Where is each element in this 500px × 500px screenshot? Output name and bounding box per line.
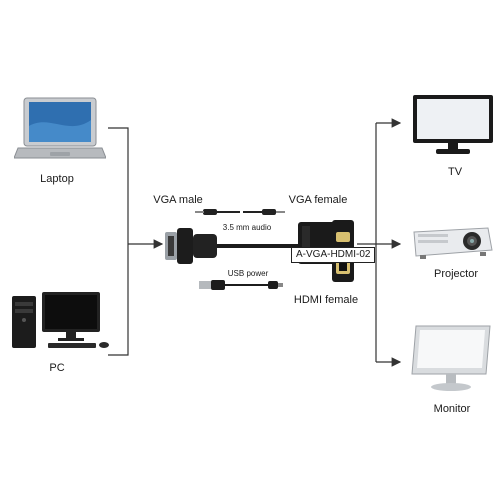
source-bracket-line bbox=[108, 127, 129, 356]
pc-label: PC bbox=[49, 362, 65, 374]
vga-female-label: VGA female bbox=[288, 194, 348, 206]
vga-male-label: VGA male bbox=[153, 194, 203, 206]
tv-icon bbox=[413, 95, 493, 154]
laptop-icon bbox=[14, 97, 106, 159]
monitor-label: Monitor bbox=[433, 403, 471, 415]
tv-label: TV bbox=[447, 166, 463, 178]
monitor-icon bbox=[411, 325, 491, 391]
vga-cable bbox=[165, 228, 298, 264]
laptop-label: Laptop bbox=[40, 173, 74, 185]
audio-cable bbox=[195, 209, 285, 215]
pc-icon bbox=[12, 292, 109, 348]
model-number-tag: A-VGA-HDMI-02 bbox=[291, 247, 376, 263]
projector-icon bbox=[413, 227, 493, 259]
projector-label: Projector bbox=[433, 268, 479, 280]
usb-power-cable bbox=[199, 280, 283, 290]
usb-power-label: USB power bbox=[227, 269, 269, 278]
hdmi-female-label: HDMI female bbox=[293, 294, 359, 306]
audio-cable-label: 3.5 mm audio bbox=[222, 223, 272, 232]
